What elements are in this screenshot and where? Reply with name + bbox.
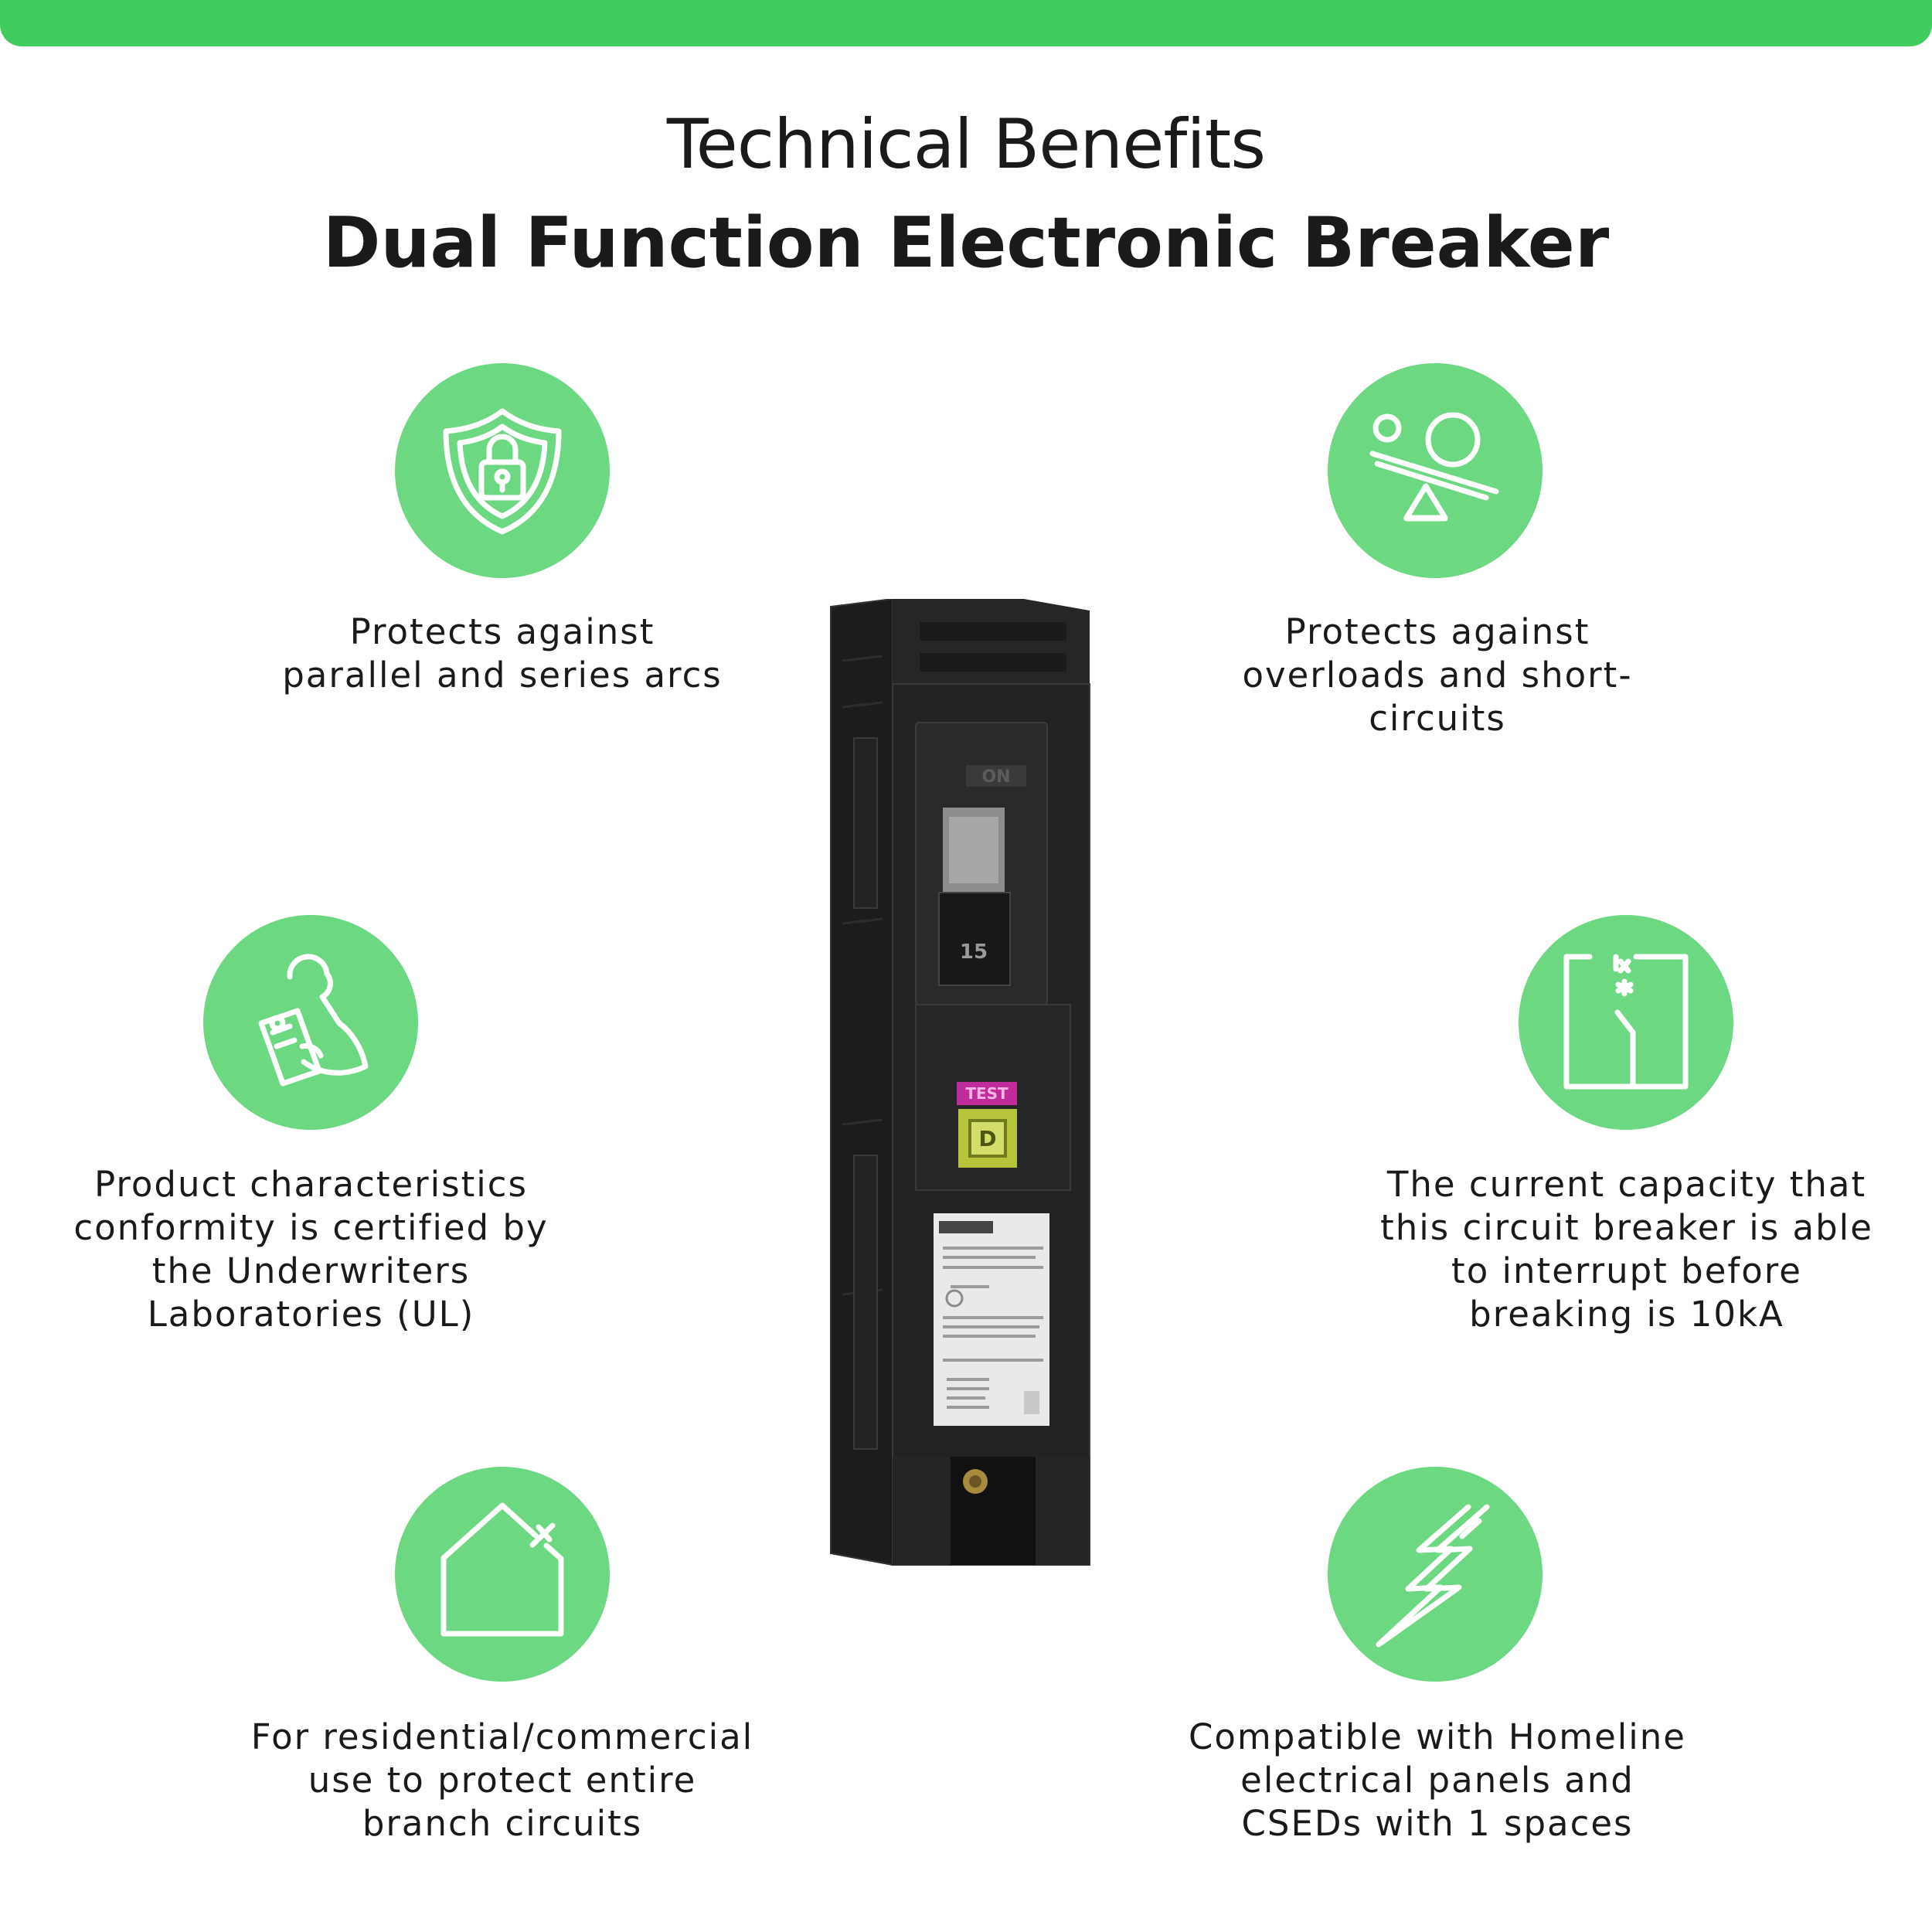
feature-text-interrupt-capacity: The current capacity that this circuit b…: [1380, 1164, 1873, 1335]
feature-text-ul-certification: Product characteristics conformity is ce…: [73, 1164, 549, 1335]
circuit-breaker-product-image: ON 15 TEST D: [811, 591, 1105, 1573]
certificate-puzzle-icon: [203, 915, 418, 1130]
feature-text-homeline-compatibility: Compatible with Homeline electrical pane…: [1188, 1716, 1686, 1844]
logo-letter: D: [978, 1126, 996, 1151]
house-icon: [395, 1467, 610, 1682]
feature-text-overload-protection: Protects against overloads and short- ci…: [1242, 611, 1633, 739]
switch-on-label: ON: [981, 767, 1010, 787]
circuit-break-icon: [1519, 915, 1733, 1130]
test-button-label: TEST: [965, 1084, 1009, 1103]
top-accent-bar: [0, 0, 1932, 46]
feature-text-arc-protection: Protects against parallel and series arc…: [282, 611, 723, 696]
page-subtitle: Technical Benefits: [666, 104, 1266, 184]
seesaw-balance-icon: [1328, 363, 1543, 578]
page-title: Dual Function Electronic Breaker: [322, 202, 1610, 284]
amp-rating-label: 15: [960, 940, 988, 964]
shield-lock-icon: [395, 363, 610, 578]
feature-text-residential-use: For residential/commercial use to protec…: [250, 1716, 754, 1844]
lightning-icon: [1328, 1467, 1543, 1682]
